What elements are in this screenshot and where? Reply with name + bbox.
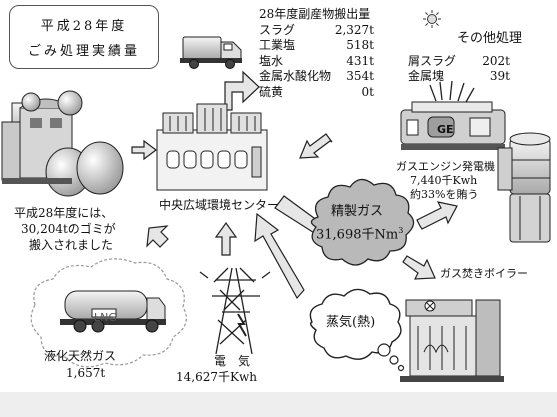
gas-engine-share: 約33%を賄う [410,188,479,201]
lng-arrow [146,225,169,248]
center-label: 中央広域環境センター [159,198,280,212]
intake-line1: 平成28年度には、 [14,206,114,220]
engine-label: GE [437,123,454,136]
bottom-band [0,392,557,417]
refined-gas-volume: 31,698千Nm3 [316,226,404,243]
refined-gas-title: 精製ガス [331,204,384,219]
intake-line2: 30,204tのゴミが [21,222,116,236]
truck-icon [180,36,242,69]
gas-engine-output: 7,440千Kwh [410,174,478,187]
lng-amount: 1,657t [66,366,106,380]
electricity-title: 電 気 [214,354,251,368]
steam-label: 蒸気(熱) [326,315,376,330]
steam-arrow [254,212,305,300]
byproducts-heading: 28年度副産物搬出量 [259,7,371,21]
other-to-center-arrow [299,133,333,159]
gas-to-engine-arrow [416,201,458,230]
lng-tank-label: LNG [94,311,117,324]
title-subtitle: ごみ処理実績量 [27,44,140,59]
gas-boiler-label: ガス焚きボイラー [440,267,528,280]
other-processing-heading: その他処理 [457,31,523,46]
waste-plant-icon [1,90,124,197]
title-box: 平成28年度 ごみ処理実績量 [9,5,159,69]
intake-arrow [131,139,157,161]
flow-diagram-art [1,10,551,382]
lng-truck-icon [60,290,166,333]
title-year: 平成28年度 [40,19,128,34]
truck-arrow [224,70,260,111]
power-tower-icon [199,267,271,355]
steam-cloud [309,288,402,360]
slag-machine-icon [400,80,551,243]
central-plant-icon [156,103,268,191]
gas-engine-title: ガスエンジン発電機 [396,160,495,173]
electricity-amount: 14,627千Kwh [176,370,257,384]
gas-to-boiler-arrow [402,255,436,280]
lng-title: 液化天然ガス [44,349,117,363]
refined-gas-cloud [310,178,415,266]
electric-arrow [214,221,238,256]
gas-boiler-icon [400,299,504,382]
sun-icon [423,10,441,28]
intake-line3: 搬入されました [29,238,114,252]
